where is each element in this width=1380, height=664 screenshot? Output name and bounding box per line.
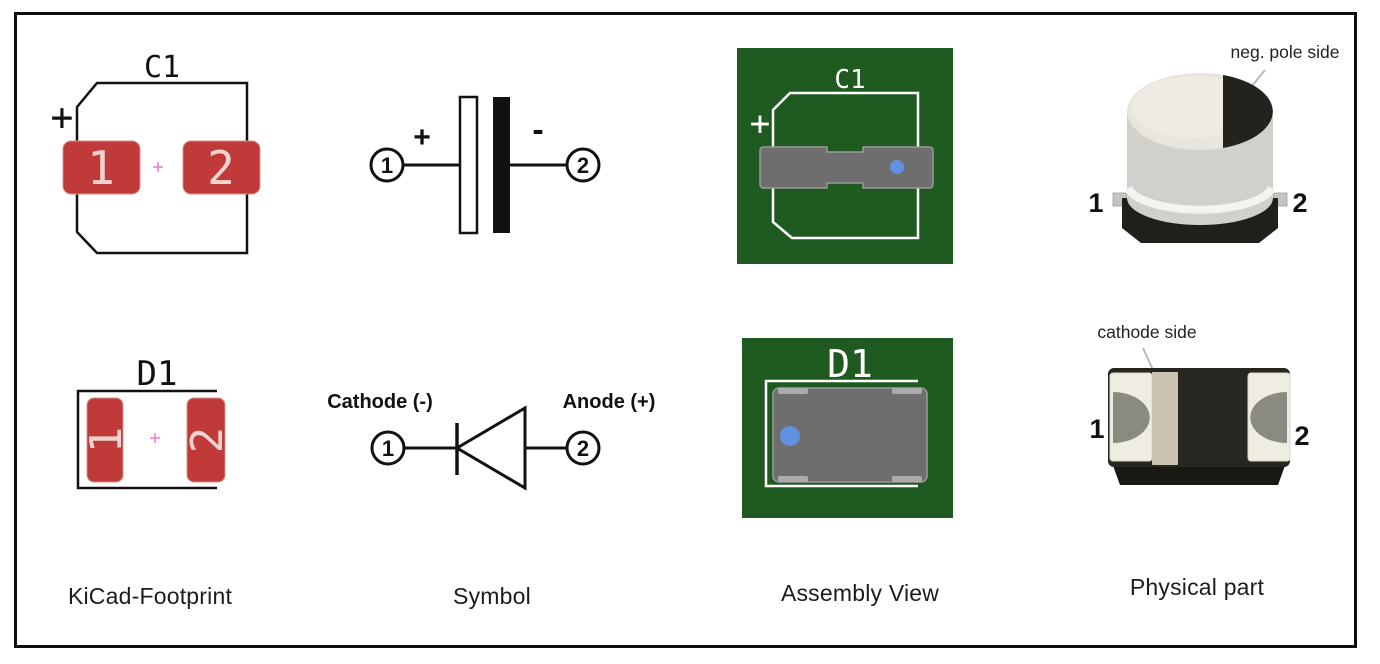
column-label-footprint: KiCad-Footprint [67, 583, 233, 609]
pad-1-number: 1 [81, 427, 132, 454]
pin1-number: 1 [381, 153, 393, 178]
diode-footprint-panel: D1 1 2 [76, 354, 233, 490]
orientation-dot [890, 160, 904, 174]
pin2-number: 2 [577, 436, 589, 461]
orientation-dot [780, 426, 800, 446]
pad-1-number: 1 [87, 141, 115, 195]
pin2-label: 2 [1294, 421, 1309, 451]
pad-2-number: 2 [207, 141, 235, 195]
terminal-2-castellation [1250, 392, 1287, 443]
pin2-circle [565, 147, 601, 183]
pin2-circle [565, 430, 601, 466]
pin1-circle [370, 430, 406, 466]
pin1-label: 1 [1089, 414, 1104, 444]
column-label-symbol: Symbol [453, 583, 531, 609]
diode-physical-panel: cathode side 1 2 [1089, 322, 1310, 485]
pad-2-number: 2 [182, 427, 233, 454]
column-label-physical: Physical part [1129, 574, 1265, 600]
pad-2 [182, 140, 261, 195]
terminal-1-castellation [1113, 392, 1150, 443]
pad-1 [62, 140, 141, 195]
courtyard-outline [76, 389, 217, 490]
terminal-tab-bottom-right [892, 476, 922, 482]
pin2-label: 2 [1292, 188, 1307, 218]
capacitor-ref-text: C1 [144, 50, 180, 85]
pad-1 [86, 397, 124, 483]
column-label-assembly: Assembly View [780, 580, 940, 606]
pin1-number: 1 [382, 436, 394, 461]
neg-pole-marking [1223, 75, 1273, 148]
negative-plate [493, 97, 510, 233]
pad-2 [186, 397, 226, 483]
can-bottom-highlight [1124, 185, 1276, 214]
anchor-cross-icon [150, 433, 160, 443]
positive-plate [458, 95, 479, 235]
terminal-tab-bottom-left [778, 476, 808, 482]
diode-ref-silkscreen: D1 [827, 342, 873, 386]
diode-symbol-panel: Cathode (-) Anode (+) 1 2 [327, 391, 656, 491]
capacitor-assembly-panel: C1 + [737, 48, 953, 264]
plus-mark: + [413, 121, 431, 154]
silkscreen-outline [771, 91, 920, 240]
capacitor-physical-panel: neg. pole side 1 2 [1088, 42, 1340, 243]
anode-label: Anode (+) [563, 391, 656, 413]
cathode-label: Cathode (-) [327, 391, 433, 413]
outer-frame [14, 12, 1357, 648]
cathode-stripe [1152, 372, 1178, 465]
anchor-cross-icon [153, 162, 163, 172]
diode-assembly-panel: D1 [742, 338, 953, 518]
terminal-tab-top-right [892, 388, 922, 394]
neg-pole-annotation: neg. pole side [1231, 42, 1340, 62]
diode-triangle [454, 405, 527, 491]
cathode-side-annotation: cathode side [1097, 322, 1196, 342]
plus-polarity-silkscreen: + [750, 104, 770, 144]
capacitor-ref-silkscreen: C1 [834, 65, 865, 95]
capacitor-symbol-panel: 1 2 + - [369, 95, 601, 235]
minus-mark: - [532, 111, 543, 149]
terminal-tab-top-left [778, 388, 808, 394]
courtyard-outline [75, 81, 249, 255]
capacitor-body [759, 146, 934, 189]
capacitor-footprint-panel: C1 + 1 2 [51, 50, 261, 255]
pin1-circle [369, 147, 405, 183]
pin1-label: 1 [1088, 188, 1103, 218]
silkscreen-outline [764, 379, 918, 488]
pin2-number: 2 [577, 153, 589, 178]
diode-body [772, 387, 928, 483]
diode-ref-text: D1 [137, 354, 178, 394]
plus-polarity-mark: + [51, 95, 74, 139]
